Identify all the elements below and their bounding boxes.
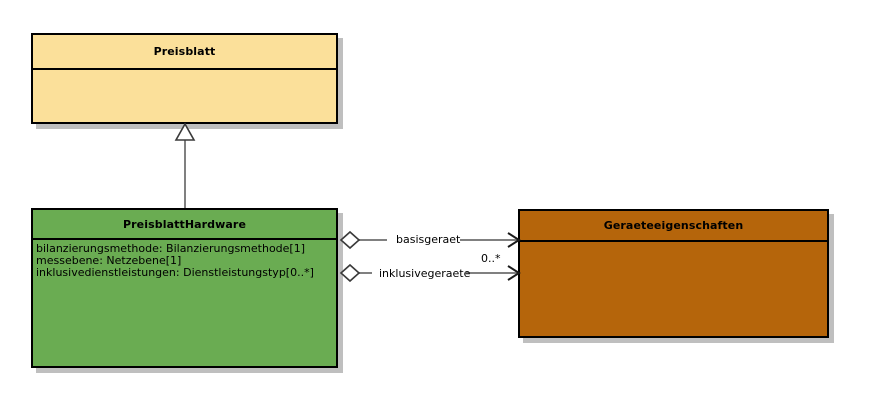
uml-class-geraeteeigenschaften-title: Geraeteeigenschaften [603,219,744,232]
uml-class-preisblatt-attributes [33,70,336,122]
uml-class-preisblatt-title: Preisblatt [153,45,216,58]
uml-attribute: inklusivedienstleistungen: Dienstleistun… [36,266,314,279]
uml-attribute: bilanzierungsmethode: Bilanzierungsmetho… [36,242,306,255]
uml-class-preisblatthardware-header: PreisblattHardware [33,210,336,240]
association-label-inklusivegeraete: inklusivegeraete [379,267,471,280]
uml-class-preisblatthardware-title: PreisblattHardware [122,217,247,231]
uml-class-geraeteeigenschaften-header: Geraeteeigenschaften [520,211,827,242]
uml-class-geraeteeigenschaften[interactable]: Geraeteeigenschaften [518,209,829,338]
association-label-basisgeraet: basisgeraet [396,233,461,246]
multiplicity-label-inklusivegeraete: 0..* [481,252,501,265]
uml-class-preisblatt-header: Preisblatt [33,35,336,70]
basisgeraet-aggregation-diamond-icon [339,230,361,250]
uml-class-preisblatt[interactable]: Preisblatt [31,33,338,124]
inklusivegeraete-aggregation-diamond-icon [339,263,361,283]
uml-class-preisblatthardware-attributes: bilanzierungsmethode: Bilanzierungsmetho… [33,240,336,366]
uml-class-geraeteeigenschaften-attributes [520,242,827,336]
generalization-line [184,138,186,208]
uml-class-preisblatthardware[interactable]: PreisblattHardware bilanzierungsmethode:… [31,208,338,368]
uml-attribute: messebene: Netzebene[1] [36,254,182,267]
